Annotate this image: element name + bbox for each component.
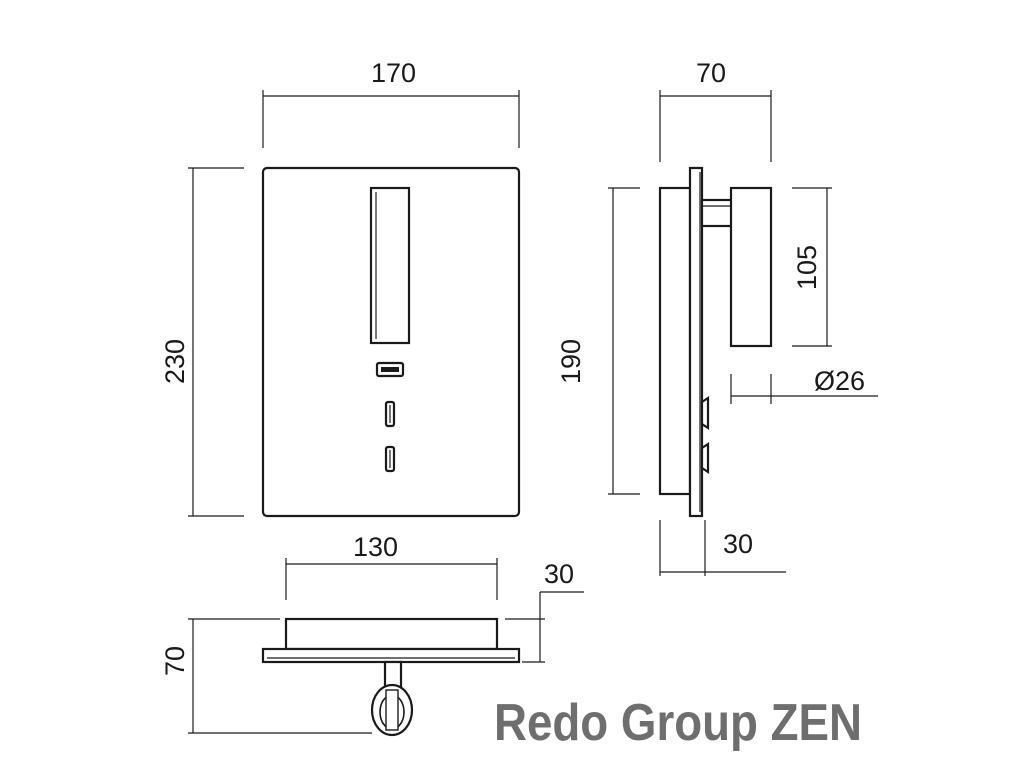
side-height-label: 190 [556,339,586,384]
bottom-wall-box [284,617,499,651]
bottom-head-core [385,689,399,731]
bottom-depth-label: 30 [544,559,574,589]
front-width-dimension: 170 [262,58,520,148]
side-arm [700,198,736,228]
front-height-dimension: 230 [160,167,244,517]
front-width-label: 170 [371,58,416,88]
side-view: 70 190 105 [556,58,878,576]
side-height-dimension: 190 [556,187,640,495]
bottom-width-dimension: 130 [285,532,498,600]
side-head [729,186,773,348]
side-depth-dimension: 70 [659,58,772,162]
brand-label: Redo Group ZEN [494,694,862,752]
usb-port-inner [381,367,399,372]
bottom-view: 130 30 70 [160,532,584,737]
side-switch-lower [700,441,710,475]
bottom-width-label: 130 [353,532,398,562]
side-wall-box [658,186,692,496]
head-height-dimension: 105 [792,187,832,347]
front-height-label: 230 [160,339,190,384]
light-slot [369,186,411,345]
side-depth-label: 70 [696,58,726,88]
plate-depth-label: 30 [723,529,753,559]
bottom-plate [261,647,521,664]
bottom-depth-dimension: 30 [505,559,584,663]
head-diameter-label: Ø26 [814,366,865,396]
head-diameter-dimension: Ø26 [730,366,878,404]
bottom-height-label: 70 [160,646,190,676]
front-view: 170 230 [160,58,521,518]
side-switch-upper [700,395,710,431]
plate-depth-dimension: 30 [659,520,786,576]
side-plate [688,166,704,518]
bottom-height-dimension: 70 [160,618,372,734]
head-height-label: 105 [792,245,822,290]
